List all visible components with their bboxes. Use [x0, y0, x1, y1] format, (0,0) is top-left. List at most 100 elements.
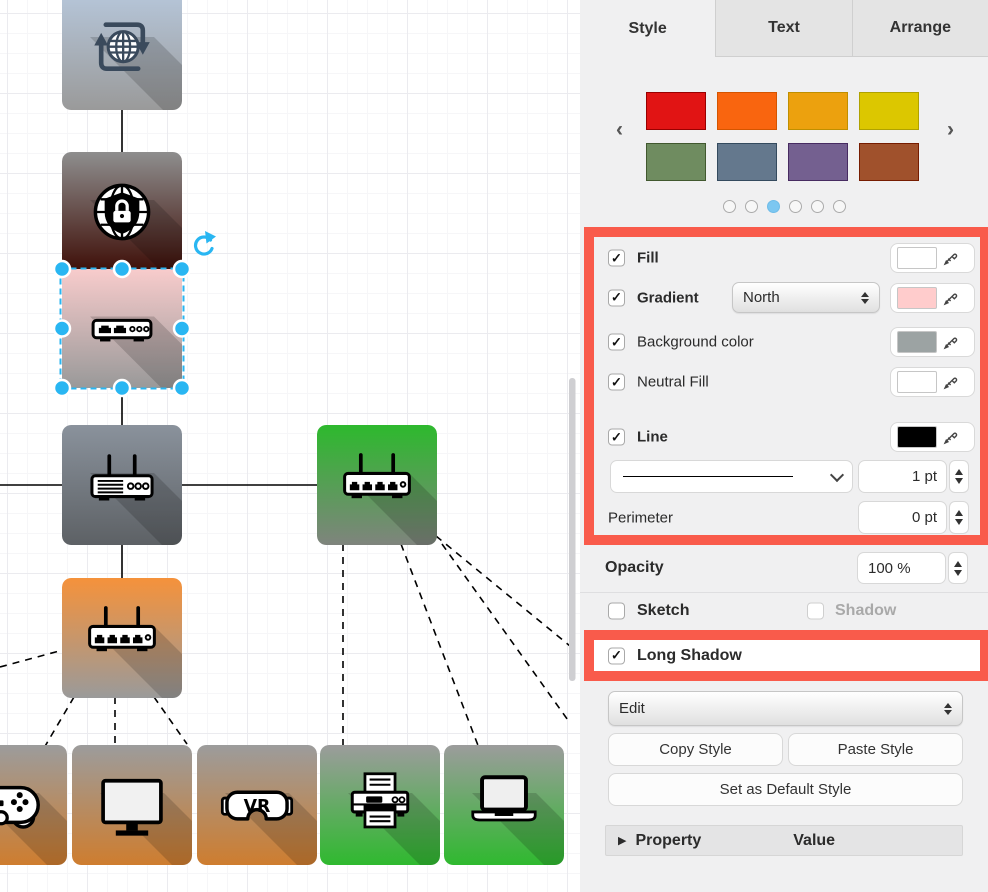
palette-swatch-1[interactable] — [717, 92, 777, 130]
eyedropper-icon — [943, 253, 958, 266]
eyedropper-icon — [943, 432, 958, 445]
shadow-checkbox[interactable] — [807, 602, 824, 620]
tab-arrange[interactable]: Arrange — [851, 0, 988, 57]
neutral-fill-checkbox[interactable]: ✓ — [608, 373, 625, 391]
node-switch-green[interactable] — [317, 425, 437, 547]
format-panel: Style Text Arrange ‹ › ✓ Fill ✓ Gradient… — [580, 0, 988, 892]
neutral-fill-color-button[interactable] — [890, 367, 975, 397]
palette-next-icon[interactable]: › — [947, 118, 954, 141]
palette-swatch-4[interactable] — [646, 143, 706, 181]
palette-swatch-5[interactable] — [717, 143, 777, 181]
eyedropper-icon — [943, 293, 958, 305]
palette-swatch-3[interactable] — [859, 92, 919, 130]
long-shadow-checkbox[interactable]: ✓ — [608, 647, 625, 664]
line-style-preview — [623, 476, 793, 477]
select-arrows-icon — [944, 702, 952, 715]
long-shadow-row-bg — [594, 638, 982, 673]
selection-handle[interactable] — [52, 378, 72, 398]
node-laptop[interactable] — [444, 745, 564, 867]
opacity-row: Opacity 100 % — [580, 552, 988, 584]
palette-dot-2[interactable] — [766, 200, 780, 213]
node-switch-orange[interactable] — [62, 578, 182, 700]
background-color-button[interactable] — [890, 327, 975, 357]
sketch-shadow-row: Sketch Shadow — [580, 599, 988, 623]
node-game-controller[interactable] — [0, 745, 67, 867]
set-default-style-button[interactable]: Set as Default Style — [608, 773, 963, 806]
edge-6[interactable] — [43, 696, 75, 749]
palette-swatch-6[interactable] — [788, 143, 848, 181]
node-monitor[interactable] — [72, 745, 192, 867]
long-shadow-row: ✓ Long Shadow — [580, 640, 988, 671]
paste-style-button[interactable]: Paste Style — [788, 733, 963, 766]
node-vr-headset[interactable] — [197, 745, 317, 867]
node-secure-internet[interactable] — [62, 152, 182, 274]
tab-style[interactable]: Style — [580, 0, 716, 57]
line-style-select[interactable] — [610, 460, 853, 493]
selection-handle[interactable] — [172, 319, 192, 338]
palette-dot-4[interactable] — [810, 200, 824, 213]
selection-handle[interactable] — [112, 378, 132, 398]
edge-5[interactable] — [0, 649, 64, 668]
edge-8[interactable] — [153, 696, 188, 745]
neutral-fill-color-swatch — [897, 371, 937, 393]
line-width-input[interactable]: 1 pt — [858, 460, 947, 493]
edge-11[interactable] — [435, 535, 571, 647]
modem-icon — [91, 318, 153, 343]
line-width-stepper[interactable] — [949, 460, 969, 493]
selection-handle[interactable] — [112, 259, 132, 279]
long-shadow-label: Long Shadow — [637, 646, 742, 664]
expander-icon[interactable]: ▶ — [618, 835, 627, 847]
opacity-stepper[interactable] — [948, 552, 968, 584]
gradient-checkbox[interactable]: ✓ — [608, 289, 625, 306]
palette-swatch-0[interactable] — [646, 92, 706, 130]
opacity-input[interactable]: 100 % — [857, 552, 946, 584]
node-router-gray[interactable] — [62, 425, 182, 547]
line-checkbox[interactable]: ✓ — [608, 428, 625, 446]
palette-page-dots — [580, 200, 988, 213]
selection-handle[interactable] — [172, 378, 192, 398]
palette-dot-5[interactable] — [832, 200, 846, 213]
line-label: Line — [637, 428, 668, 446]
edge-12[interactable] — [441, 543, 571, 724]
palette-dot-3[interactable] — [788, 200, 802, 213]
palette-dot-1[interactable] — [744, 200, 758, 213]
palette-swatch-7[interactable] — [859, 143, 919, 181]
selection-handle[interactable] — [52, 319, 72, 338]
background-color-checkbox[interactable]: ✓ — [608, 333, 625, 351]
canvas-scrollbar-thumb[interactable] — [569, 378, 576, 681]
line-style-row: 1 pt — [580, 460, 988, 493]
gradient-direction-value: North — [743, 289, 780, 306]
palette-prev-icon[interactable]: ‹ — [616, 118, 623, 141]
perimeter-stepper[interactable] — [949, 501, 969, 534]
gradient-direction-select[interactable]: North — [732, 282, 880, 313]
palette-dot-0[interactable] — [722, 200, 736, 213]
neutral-fill-label: Neutral Fill — [637, 373, 709, 391]
selection-handle[interactable] — [52, 259, 72, 279]
neutral-fill-row: ✓ Neutral Fill — [580, 367, 988, 397]
background-color-label: Background color — [637, 333, 754, 351]
node-internet-sync[interactable] — [62, 0, 182, 112]
gradient-color-button[interactable] — [890, 282, 975, 313]
gradient-label: Gradient — [637, 289, 699, 306]
perimeter-input[interactable]: 0 pt — [858, 501, 947, 534]
copy-style-button[interactable]: Copy Style — [608, 733, 783, 766]
edge-10[interactable] — [400, 543, 480, 749]
sketch-label: Sketch — [637, 602, 690, 619]
rotate-handle-icon[interactable] — [193, 231, 216, 256]
diagram-canvas[interactable]: VR — [0, 0, 580, 892]
line-color-button[interactable] — [890, 422, 975, 452]
selection-handle[interactable] — [172, 259, 192, 279]
node-modem[interactable] — [62, 269, 182, 390]
fill-label: Fill — [637, 249, 659, 267]
sketch-checkbox[interactable] — [608, 602, 625, 620]
property-value-header[interactable]: ▶ Property Value — [605, 825, 963, 856]
node-printer[interactable] — [320, 745, 440, 867]
edges-layer — [0, 110, 571, 749]
fill-color-button[interactable] — [890, 243, 975, 273]
edit-style-select[interactable]: Edit — [608, 691, 963, 726]
tab-text[interactable]: Text — [715, 0, 852, 57]
vr-icon — [220, 790, 294, 821]
palette-swatch-2[interactable] — [788, 92, 848, 130]
fill-checkbox[interactable]: ✓ — [608, 249, 625, 267]
